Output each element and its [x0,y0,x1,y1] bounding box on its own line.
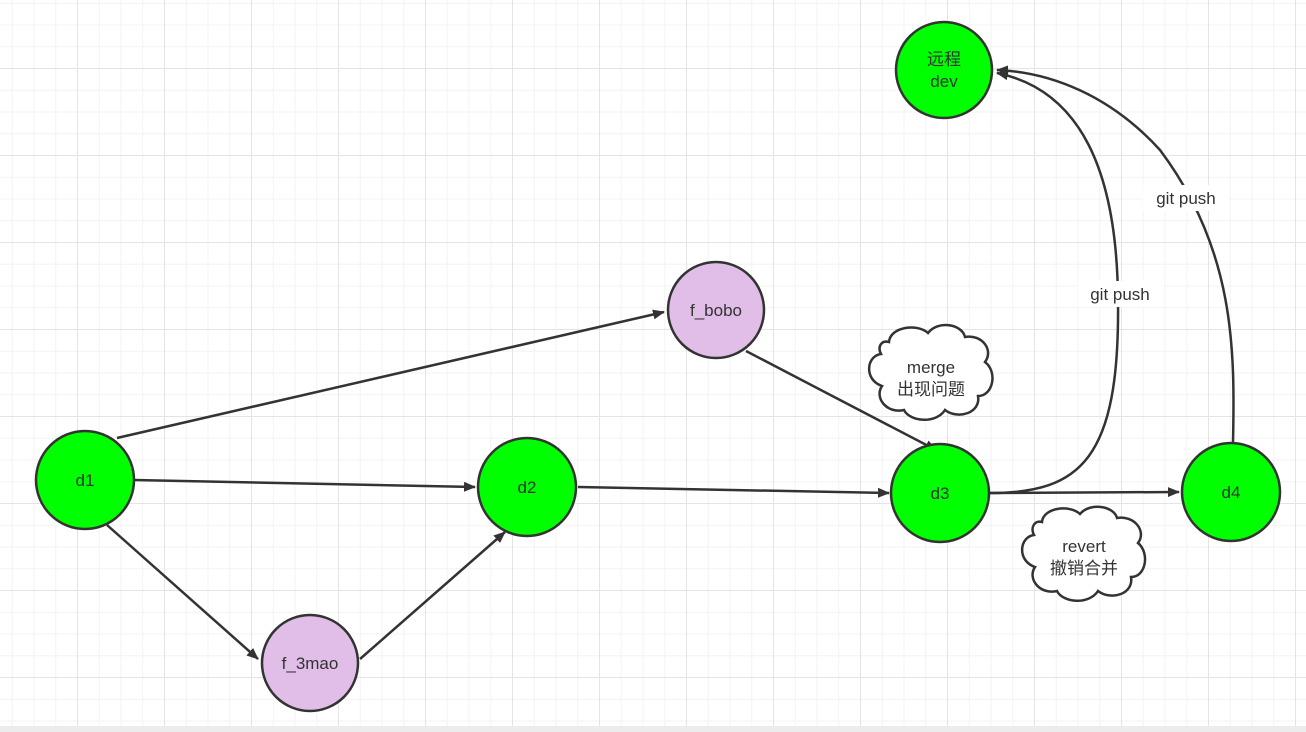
node-f-3mao[interactable]: f_3mao [260,613,360,713]
node-d2-label: d2 [518,478,537,497]
edge-labels: git push git push [1078,185,1229,307]
edge-f-bobo-to-d3[interactable] [745,349,937,452]
node-f-3mao-label: f_3mao [282,654,339,673]
node-d4[interactable]: d4 [1180,441,1282,543]
edge-d1-to-d2[interactable] [133,478,476,492]
node-d3[interactable]: d3 [889,442,991,544]
edge-d2-to-d3[interactable] [577,485,890,498]
node-d1[interactable]: d1 [34,429,136,531]
node-f-bobo-label: f_bobo [690,301,742,320]
edge-d4-to-remote[interactable] [996,65,1235,444]
edge-label-d3-push: git push [1090,285,1150,304]
nodes: d1 d2 d3 d4 远程 dev f_bobo f_3mao [34,20,1282,713]
edge-d1-to-f-bobo[interactable] [116,309,665,440]
bottom-scroll-area[interactable] [0,726,1306,732]
node-remote-label-line1: 远程 [927,50,961,69]
cloud-revert-line2: 撤销合并 [1050,559,1118,578]
node-d4-label: d4 [1222,483,1241,502]
edge-label-d4-push: git push [1156,189,1216,208]
edge-d1-to-f-3mao[interactable] [106,524,259,660]
cloud-revert[interactable]: revert 撤销合并 [1020,505,1147,602]
edge-f-3mao-to-d2[interactable] [359,531,506,660]
node-remote-label-line2: dev [930,72,958,91]
cloud-merge-line2: 出现问题 [897,380,965,399]
cloud-merge[interactable]: merge 出现问题 [867,323,994,421]
node-d3-label: d3 [931,484,950,503]
node-remote-dev[interactable]: 远程 dev [894,20,994,120]
edge-d3-to-d4[interactable] [989,487,1180,498]
cloud-revert-line1: revert [1062,537,1106,556]
cloud-merge-line1: merge [907,358,955,377]
node-d2[interactable]: d2 [476,436,578,538]
node-f-bobo[interactable]: f_bobo [666,260,766,360]
node-d1-label: d1 [76,471,95,490]
